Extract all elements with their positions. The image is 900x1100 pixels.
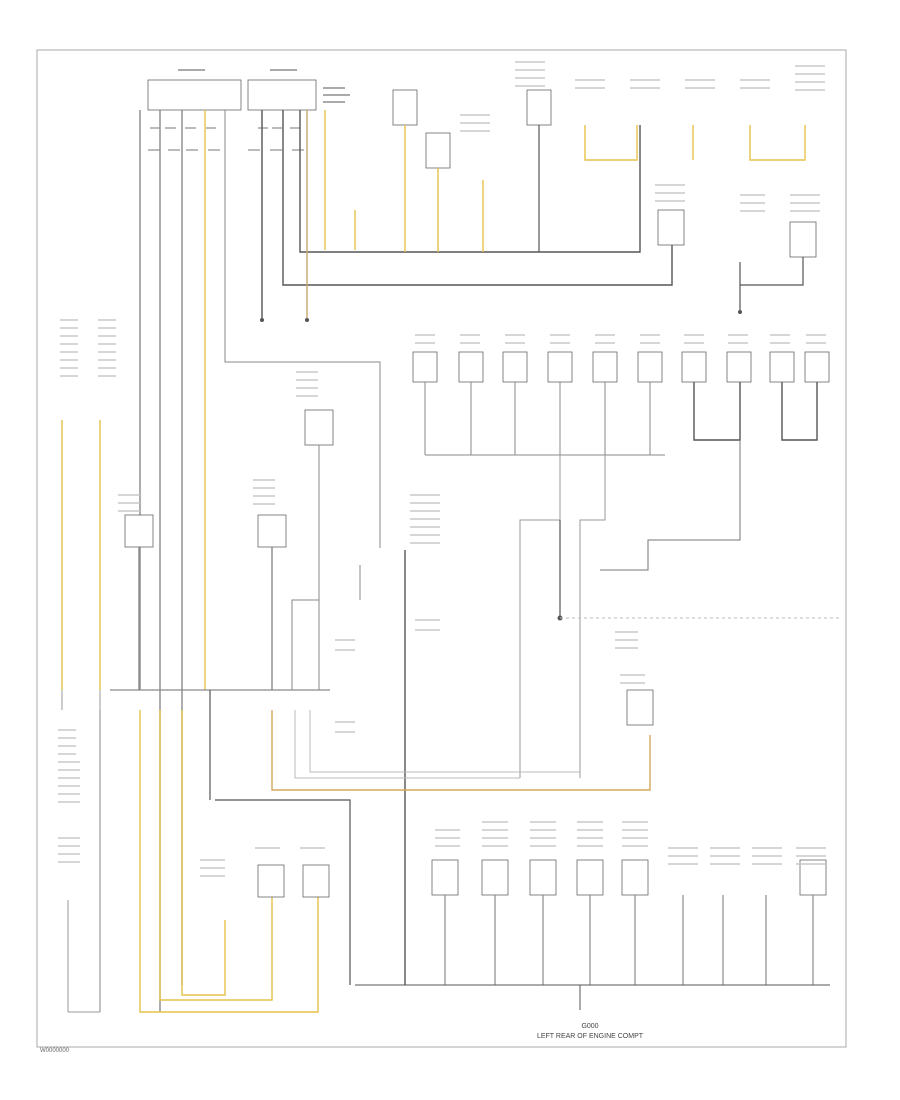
gray-returns: [294, 710, 580, 779]
ground-location-id: G000: [581, 1023, 598, 1030]
bottom-left-sensors: [257, 689, 654, 898]
fuse-box-right: [247, 69, 317, 111]
yellow-loops: [139, 710, 319, 1013]
top-right-sensors: [584, 125, 817, 314]
sensor-row-bottom: [431, 859, 827, 896]
middle-bus: [61, 689, 351, 1012]
diagram-border: [36, 49, 847, 1048]
sensor-row-bottom-wiring: [355, 895, 830, 986]
wires-left-fuse-box: [139, 110, 381, 1012]
left-side-components: [61, 409, 406, 985]
fuse-pin-labels: [148, 127, 304, 151]
tan-bus: [271, 710, 651, 791]
fuse-box-left: [147, 69, 242, 111]
sensor-row-middle: [412, 351, 830, 383]
label-dashes: [58, 61, 826, 877]
top-components: [324, 89, 552, 252]
fuse-box-label: [323, 87, 350, 103]
wires-right-fuse-box: [260, 110, 673, 322]
ground-location-desc: LEFT REAR OF ENGINE COMPT: [537, 1033, 644, 1040]
diagram-footer-code: W0000000: [40, 1048, 70, 1054]
sensor-row-middle-wiring: [424, 382, 840, 778]
